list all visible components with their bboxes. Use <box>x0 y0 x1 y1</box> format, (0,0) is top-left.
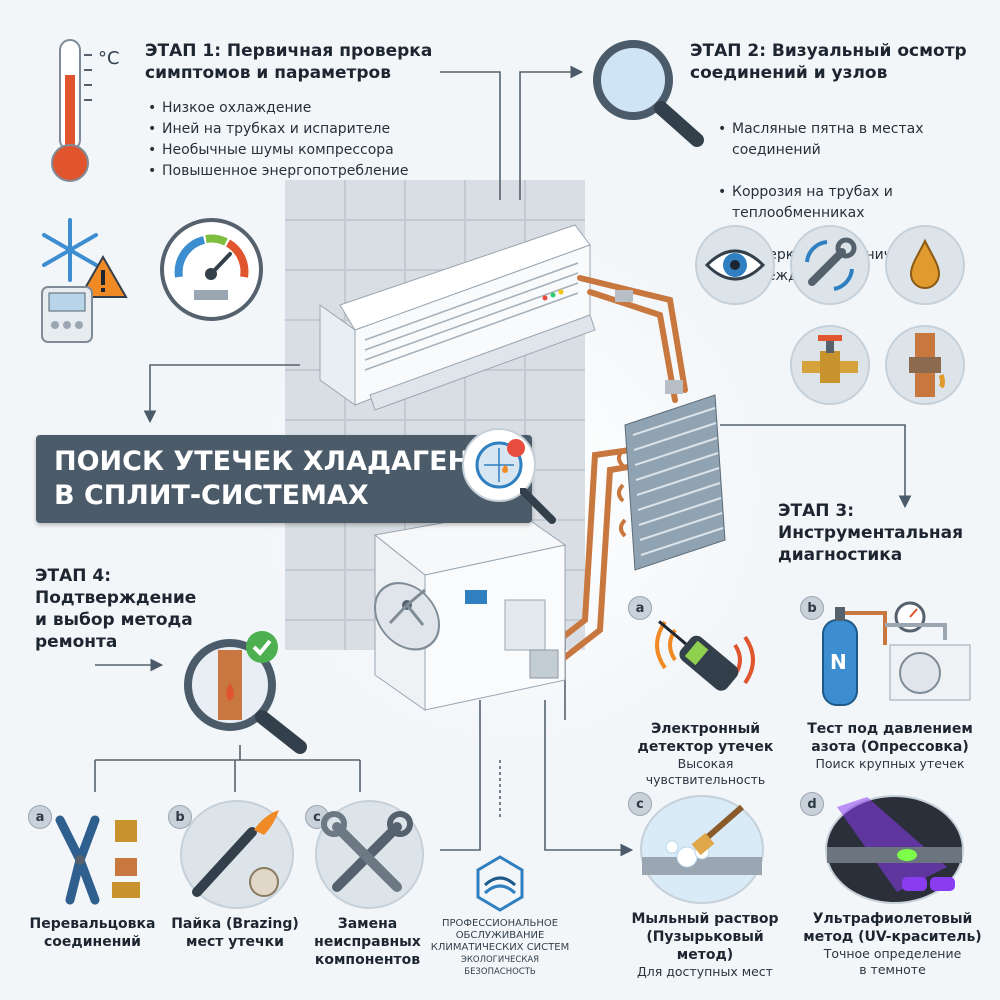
list-item: Необычные шумы компрессора <box>148 140 408 161</box>
list-item: Повышенное энергопотребление <box>148 161 408 182</box>
snowflake-icon <box>42 218 98 282</box>
method-d-title-line2: метод (UV-краситель) <box>803 929 982 945</box>
method-d-subtitle-line2: в темноте <box>859 962 926 977</box>
method-c-title-line1: Мыльный раствор <box>631 911 779 927</box>
nitrogen-test-icon <box>822 601 971 706</box>
warning-icon <box>78 255 128 298</box>
repair-b-caption: Пайка (Brazing) мест утечки <box>165 915 305 951</box>
stage3-title-line1: ЭТАП 3: <box>778 501 855 521</box>
list-item: Иней на трубках и испарителе <box>148 119 408 140</box>
method-c-caption: Мыльный раствор (Пузырьковый метод) Для … <box>620 910 790 980</box>
magnifier-icon <box>593 40 704 147</box>
stage3-title-line3: диагностика <box>778 545 903 565</box>
method-a-title-line1: Электронный <box>650 721 761 737</box>
footer-line1: ПРОФЕССИОНАЛЬНОЕ <box>441 918 559 929</box>
page-title-line2: В СПЛИТ-СИСТЕМАХ <box>54 480 369 511</box>
repair-c-line3: компонентов <box>314 952 421 968</box>
page-title: ПОИСК УТЕЧЕК ХЛАДАГЕНТА В СПЛИТ-СИСТЕМАХ <box>36 435 532 523</box>
gauge-icon <box>160 218 263 321</box>
stage1-title: ЭТАП 1: Первичная проверка симптомов и п… <box>145 40 432 84</box>
flare-tool-icon <box>55 815 140 905</box>
method-b-caption: Тест под давлением азота (Опрессовка) По… <box>800 720 980 772</box>
method-a-badge: a <box>628 596 652 620</box>
soap-bubble-icon <box>640 795 764 904</box>
repair-c-line2: неисправных <box>314 934 421 950</box>
method-b-title-line1: Тест под давлением <box>807 721 973 737</box>
corroded-pipe-icon <box>885 325 965 405</box>
outdoor-unit <box>373 509 567 711</box>
repair-b-line1: Пайка (Brazing) <box>171 916 299 932</box>
repair-b-line2: мест утечки <box>186 934 284 950</box>
stage4-title-line1: ЭТАП 4: <box>35 566 112 586</box>
stage2-title: ЭТАП 2: Визуальный осмотр соединений и у… <box>690 40 967 84</box>
stage4-title-line4: ремонта <box>35 632 118 652</box>
heat-exchanger <box>617 394 726 571</box>
list-item: Коррозия на трубах и теплообменниках <box>718 182 934 224</box>
stage4-title-line2: Подтверждение <box>35 588 197 608</box>
stage3-title-line2: Инструментальная <box>778 523 963 543</box>
indoor-unit <box>319 224 596 411</box>
footer-line4: ЭКОЛОГИЧЕСКАЯ БЕЗОПАСНОСТЬ <box>460 955 540 977</box>
oil-drop-icon <box>885 225 965 305</box>
list-item: Масляные пятна в местах соединений <box>718 119 934 161</box>
stage2-title-line1: ЭТАП 2: Визуальный осмотр <box>690 41 967 61</box>
method-b-title-line2: азота (Опрессовка) <box>811 739 969 755</box>
stage2-title-line2: соединений и узлов <box>690 63 888 83</box>
leak-magnifier-handle <box>520 488 556 524</box>
stage1-bullets: Низкое охлаждение Иней на трубках и испа… <box>148 98 408 182</box>
repair-a-line1: Перевальцовка <box>29 916 156 932</box>
method-b-badge: b <box>800 596 824 620</box>
thermometer-unit: °C <box>98 48 120 69</box>
repair-b-badge: b <box>168 805 192 829</box>
repair-a-caption: Перевальцовка соединений <box>20 915 165 951</box>
footer-line3: КЛИМАТИЧЕСКИХ СИСТЕМ <box>430 942 570 953</box>
nitrogen-label: N <box>830 650 847 674</box>
method-d-caption: Ультрафиолетовый метод (UV-краситель) То… <box>800 910 985 978</box>
page-title-line1: ПОИСК УТЕЧЕК ХЛАДАГЕНТА <box>54 446 510 477</box>
method-c-title-line2: (Пузырьковый метод) <box>646 929 764 963</box>
thermometer-icon <box>51 39 92 182</box>
method-b-subtitle: Поиск крупных утечек <box>815 756 965 771</box>
stage1-title-line1: ЭТАП 1: Первичная проверка <box>145 41 433 61</box>
electronic-detector-icon <box>655 620 755 691</box>
stage4-title: ЭТАП 4: Подтверждение и выбор метода рем… <box>35 565 196 653</box>
method-a-subtitle: Высокая чувствительность <box>645 756 766 787</box>
stage4-title-line3: и выбор метода <box>35 610 193 630</box>
uv-lamp-icon <box>825 795 964 904</box>
remote-icon <box>41 286 93 343</box>
list-item: Низкое охлаждение <box>148 98 408 119</box>
wrenches-icon <box>315 800 424 909</box>
method-c-subtitle: Для доступных мест <box>637 964 773 979</box>
method-a-caption: Электронный детектор утечек Высокая чувс… <box>618 720 793 788</box>
logo-icon <box>476 855 524 912</box>
method-d-subtitle-line1: Точное определение <box>823 946 962 961</box>
eye-icon <box>695 225 775 305</box>
method-d-title-line1: Ультрафиолетовый <box>812 911 973 927</box>
repair-c-caption: Замена неисправных компонентов <box>305 915 430 969</box>
valve-icon <box>790 325 870 405</box>
method-a-title-line2: детектор утечек <box>637 739 774 755</box>
footer-line2: ОБСЛУЖИВАНИЕ <box>455 930 545 941</box>
stage3-title: ЭТАП 3: Инструментальная диагностика <box>778 500 963 566</box>
confirm-magnifier-icon <box>184 631 307 754</box>
method-d-badge: d <box>800 792 824 816</box>
footer-text: ПРОФЕССИОНАЛЬНОЕ ОБСЛУЖИВАНИЕ КЛИМАТИЧЕС… <box>430 918 570 978</box>
wrench-cycle-icon <box>790 225 870 305</box>
torch-icon <box>180 800 294 909</box>
repair-c-line1: Замена <box>337 916 398 932</box>
repair-a-line2: соединений <box>44 934 141 950</box>
stage1-title-line2: симптомов и параметров <box>145 63 391 83</box>
repair-a-badge: a <box>28 805 52 829</box>
method-c-badge: c <box>628 792 652 816</box>
